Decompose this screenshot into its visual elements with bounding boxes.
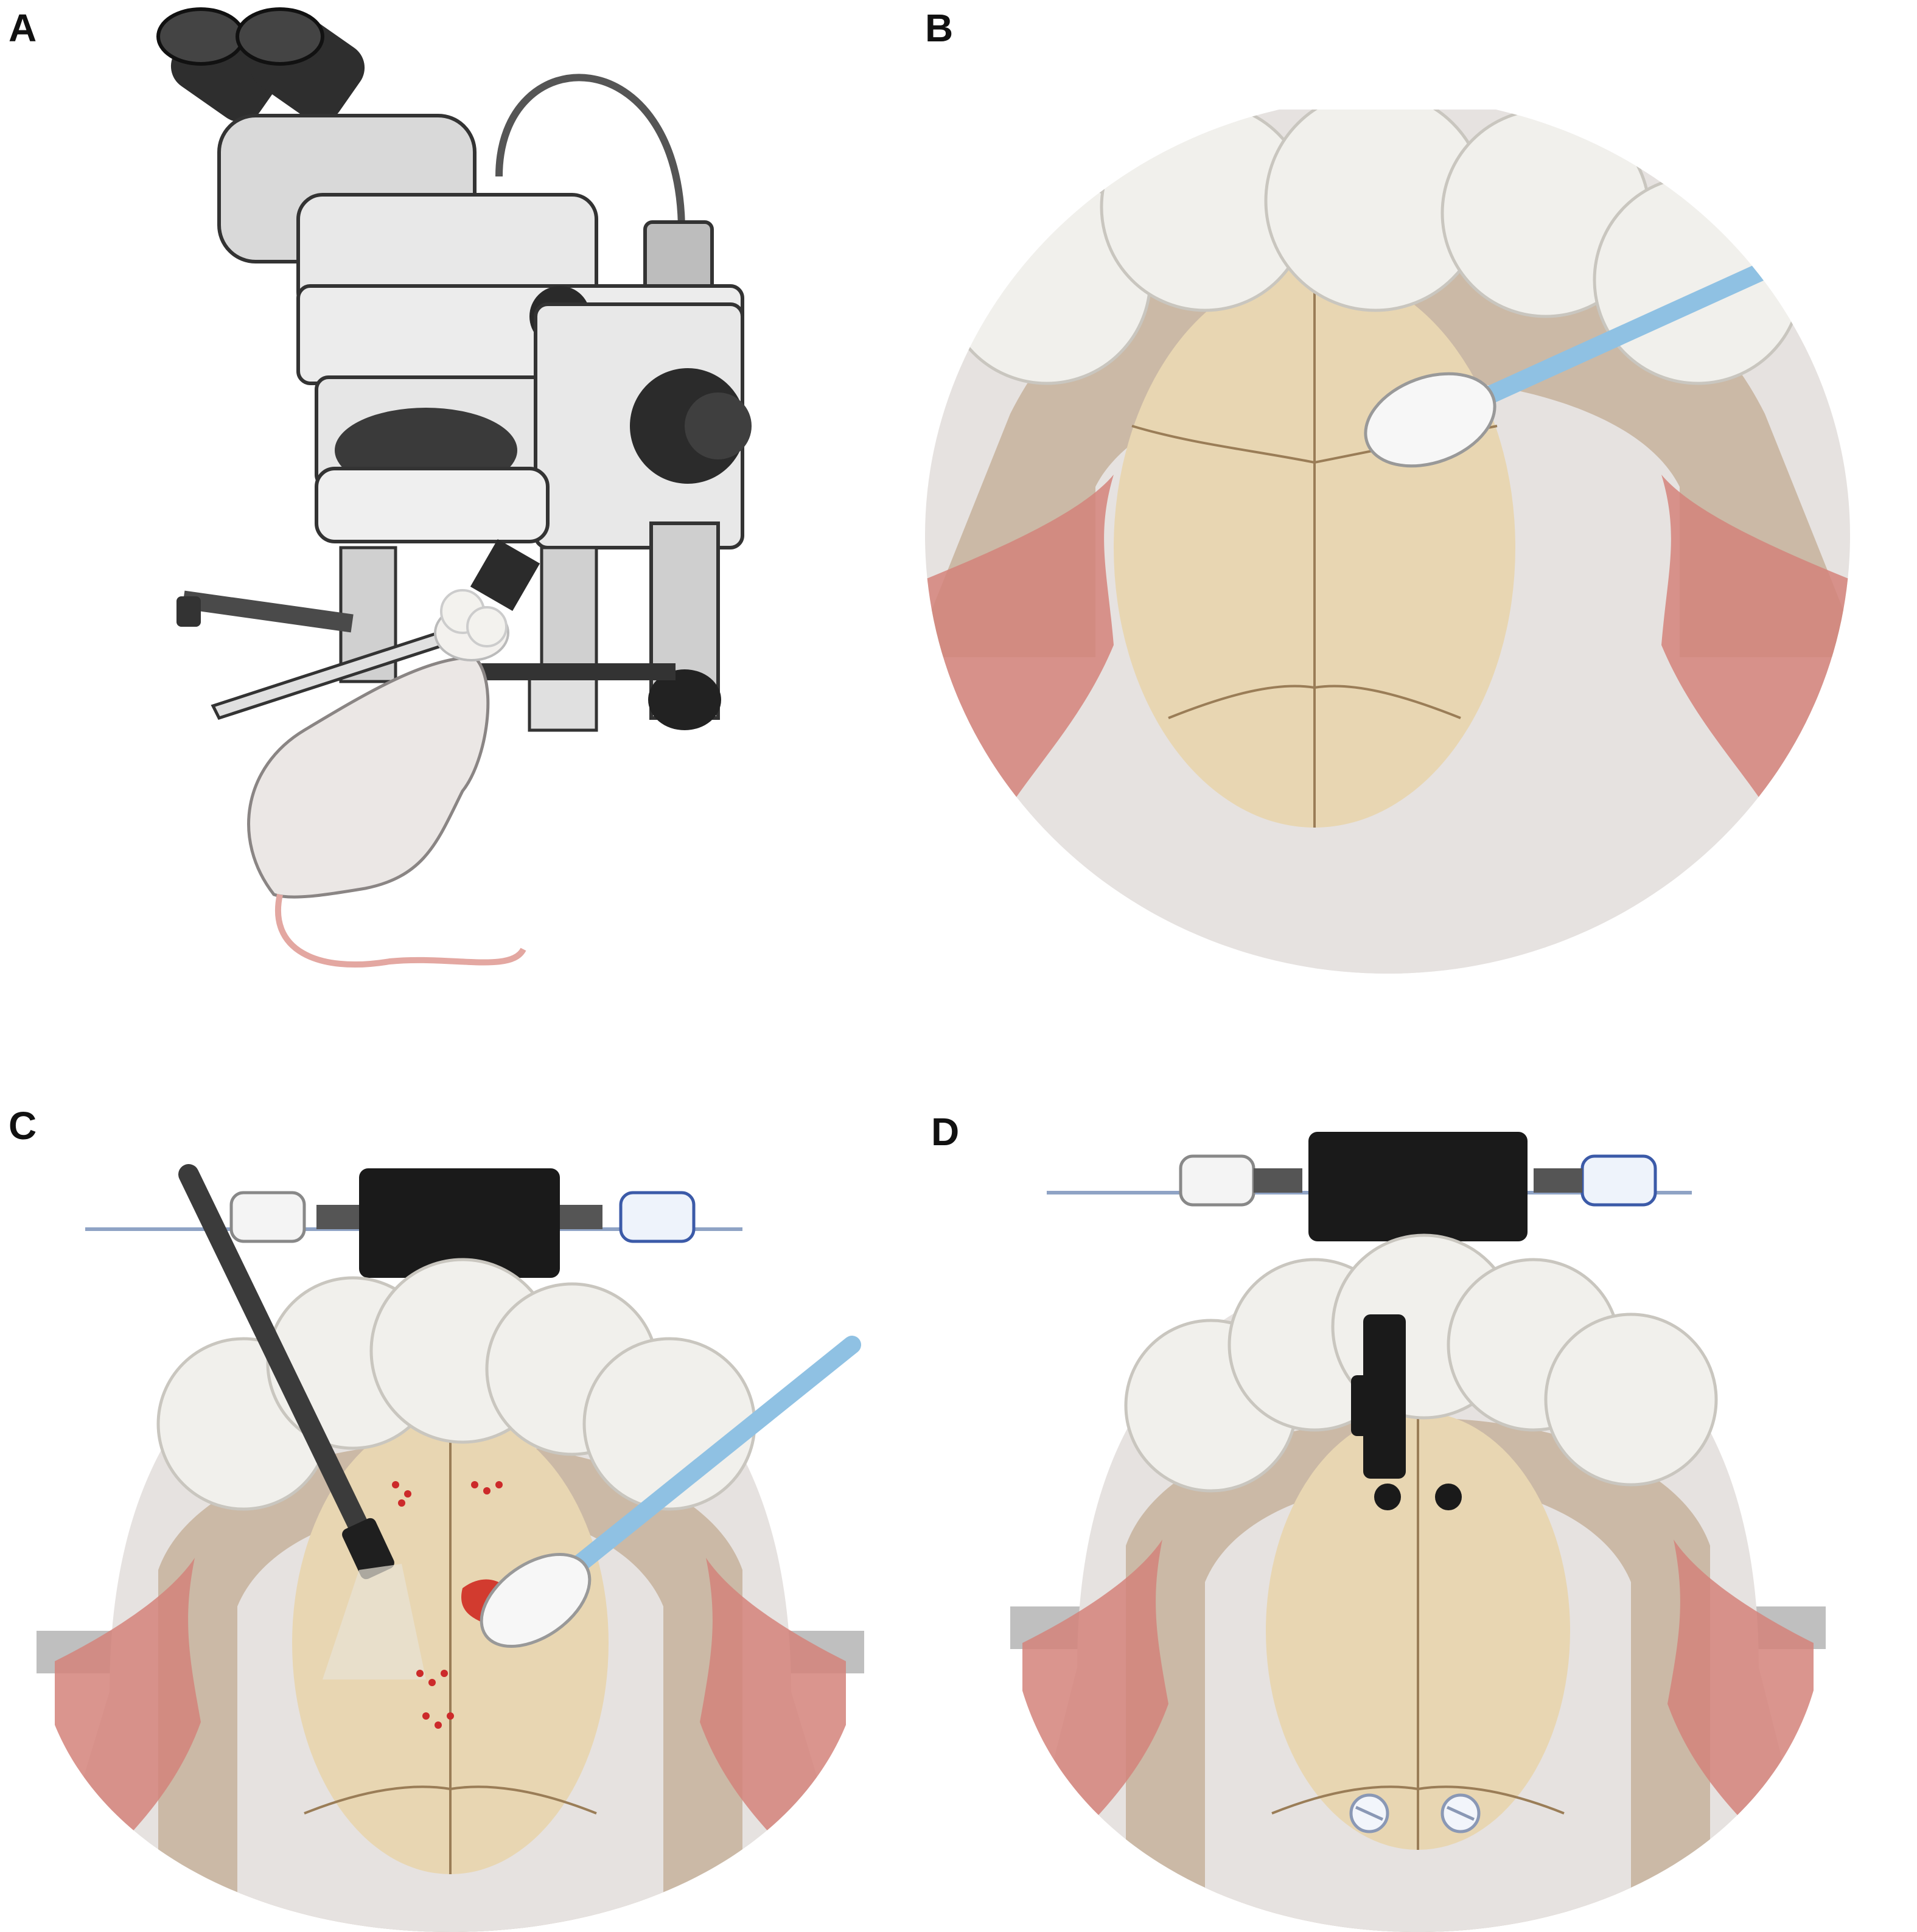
nose-clamp (1308, 1132, 1528, 1241)
panel-label-d: D (931, 1110, 960, 1154)
cotton-gauze-icon (440, 589, 508, 647)
lambdoid-suture (304, 1785, 597, 1815)
electrode-connector-icon (1351, 1314, 1462, 1510)
ear-bar-icon (85, 1191, 742, 1243)
panel-d-illustration (1010, 1132, 1826, 1932)
drill-icon (178, 1164, 426, 1679)
lambdoid-suture (1271, 1785, 1565, 1815)
cotton-swab-icon (480, 1336, 861, 1648)
panel-label-a: A (9, 6, 37, 50)
cotton-swab-icon (1364, 253, 1792, 468)
cotton-gauze-icon (941, 110, 1803, 385)
panel-label-c: C (9, 1104, 37, 1148)
nose-clamp (359, 1168, 560, 1278)
bone-screw-icon (1349, 1793, 1481, 1833)
stereo-microscope-icon (156, 7, 752, 732)
panel-b-illustration (925, 110, 1850, 974)
panel-c-illustration (37, 1164, 864, 1932)
panel-a-illustration (156, 7, 752, 968)
panel-label-b: B (925, 6, 954, 50)
lambdoid-suture (1168, 685, 1461, 719)
